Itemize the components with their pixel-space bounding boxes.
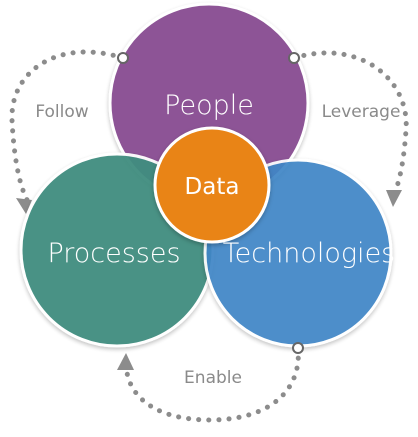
- enable-start-dot: [292, 342, 304, 354]
- enable-label: Enable: [184, 368, 242, 388]
- follow-arrow-head: [16, 198, 32, 214]
- leverage-arrow-head: [386, 190, 402, 207]
- processes-label: Processes: [47, 238, 180, 269]
- enable-arrow: [123, 345, 301, 423]
- leverage-label: Leverage: [322, 102, 401, 122]
- follow-start-dot: [117, 52, 129, 64]
- leverage-arrow: [291, 50, 409, 198]
- technologies-label: Technologies: [223, 238, 396, 269]
- follow-arrow: [9, 49, 126, 208]
- data-circle: [153, 126, 271, 244]
- people-label: People: [164, 90, 254, 121]
- enable-arrow-head: [117, 353, 134, 370]
- follow-label: Follow: [35, 102, 88, 122]
- data-label: Data: [185, 174, 240, 200]
- leverage-start-dot: [288, 52, 300, 64]
